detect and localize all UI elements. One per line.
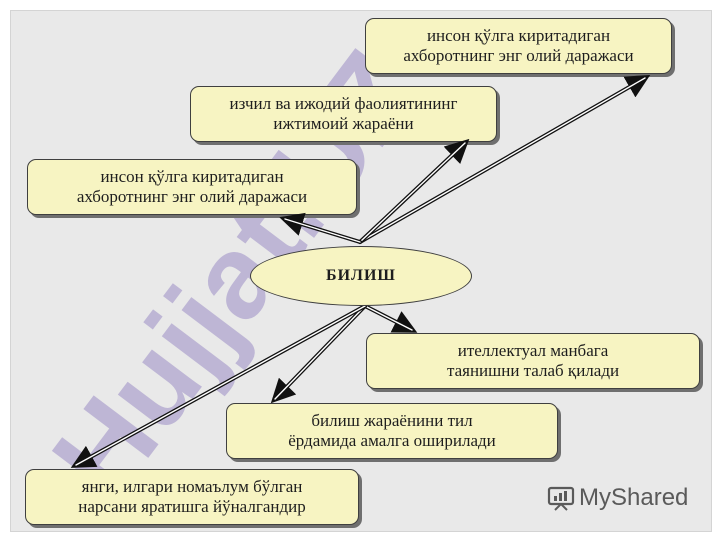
node-text-line: таянишни талаб қилади [446, 361, 620, 380]
node-text-line: инсон қўлга киритадиган [100, 167, 284, 186]
node-text-line: ителлектуал манбага [457, 341, 609, 360]
node-text-line: нарсани яратишга йўналгандир [78, 497, 306, 516]
arrow-to-bottom-left [70, 304, 367, 468]
arrow-to-upper-middle [358, 138, 470, 244]
myshared-logo: MyShared [546, 484, 688, 512]
node-text-line: ёрдамида амалга оширилади [288, 431, 496, 450]
node-lower-middle: билиш жараёнини тил ёрдамида амалга ошир… [226, 403, 558, 459]
node-text-line: янги, илгари номаълум бўлган [81, 477, 303, 496]
presentation-board-icon [547, 486, 575, 511]
logo-text: MyShared [579, 484, 689, 511]
center-ellipse: БИЛИШ [250, 246, 472, 306]
arrow-to-upper-left [279, 212, 362, 244]
center-label: БИЛИШ [326, 267, 396, 284]
arrow-to-lower-middle [270, 304, 367, 404]
node-upper-left: инсон қўлга киритадиган ахборотнинг энг … [27, 159, 357, 215]
node-text-line: ахборотнинг энг олий даражаси [403, 46, 634, 65]
node-text-line: билиш жараёнини тил [311, 411, 473, 430]
node-bottom-left: янги, илгари номаълум бўлган нарсани яра… [25, 469, 359, 525]
node-top-right: инсон қўлга киритадиган ахборотнинг энг … [365, 18, 672, 74]
arrow-to-top-right [358, 75, 651, 244]
node-upper-middle: изчил ва ижодий фаолиятининг ижтимоий жа… [190, 86, 497, 142]
node-text-line: инсон қўлга киритадиган [426, 26, 611, 45]
node-lower-right: ителлектуал манбага таянишни талаб қилад… [366, 333, 700, 389]
arrow-to-lower-right [363, 304, 418, 333]
node-text-line: изчил ва ижодий фаолиятининг [229, 94, 458, 113]
node-text-line: ахборотнинг энг олий даражаси [76, 187, 308, 206]
node-text-line: ижтимоий жараёни [273, 114, 414, 133]
